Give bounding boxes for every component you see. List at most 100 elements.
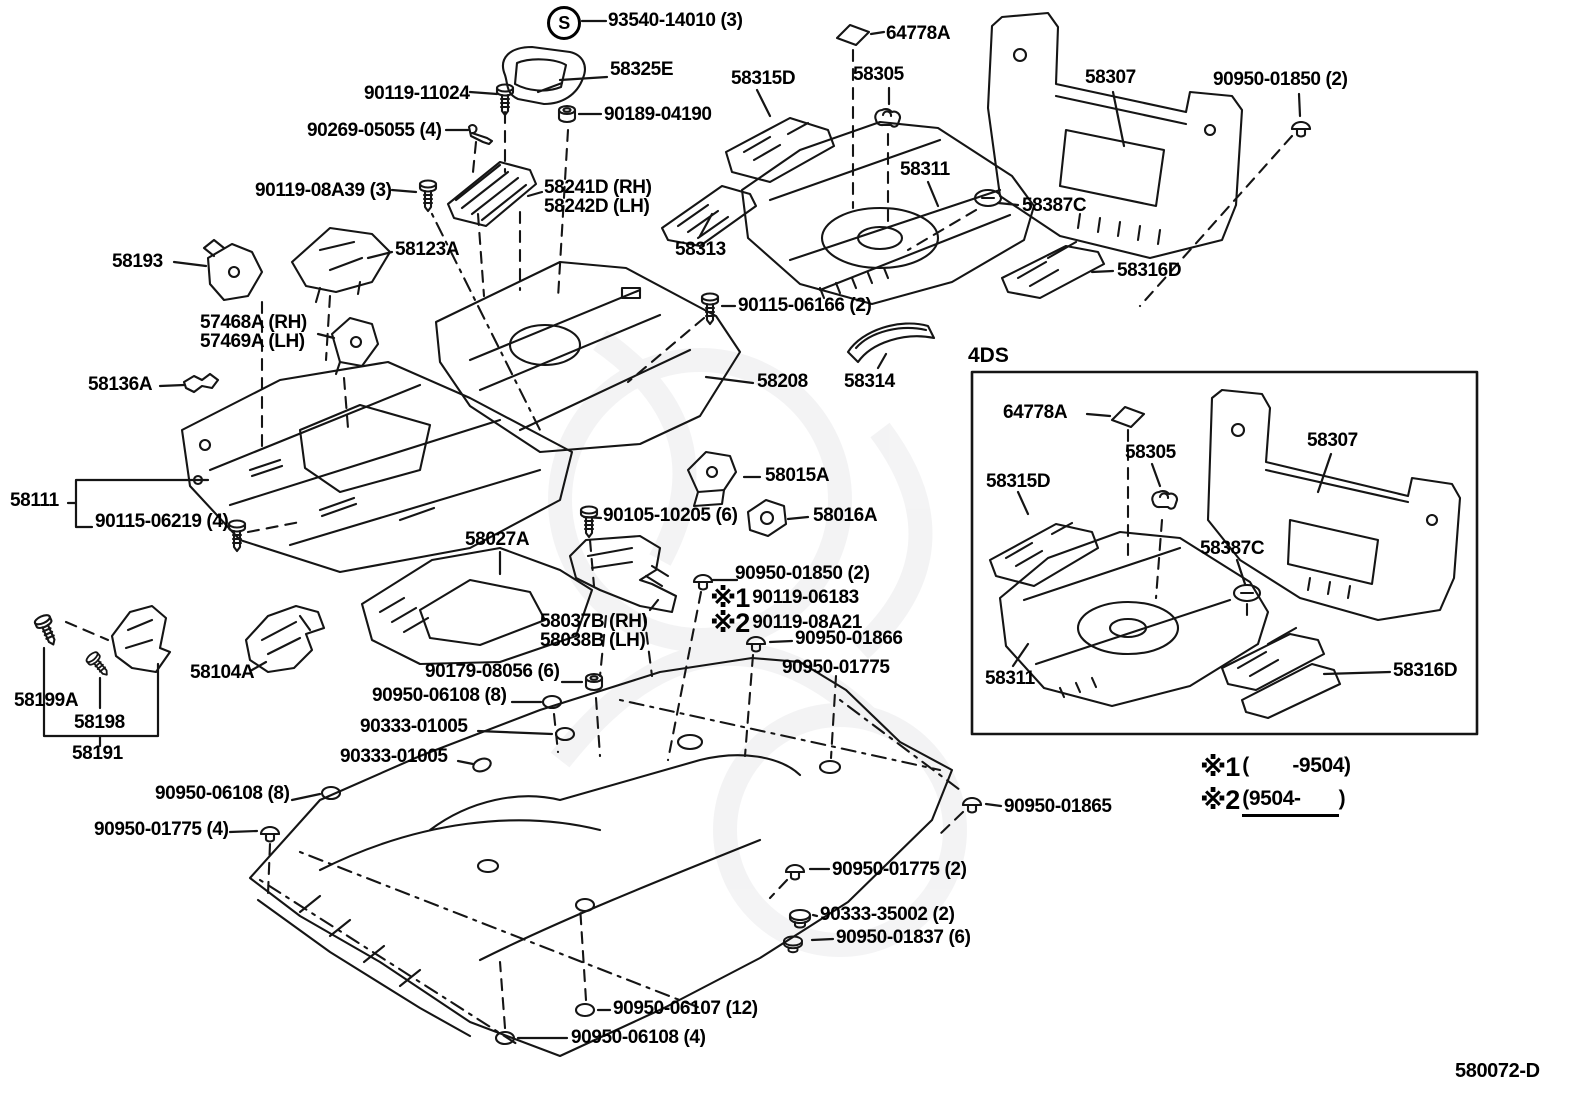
part-label-58199A: 58199A: [14, 690, 79, 711]
part-label-90950-01775-c: 90950-01775 (2): [832, 859, 967, 880]
part-label-90950-01775-b: 90950-01775 (4): [94, 819, 229, 840]
part-label-58305: 58305: [853, 64, 904, 85]
part-label-58198: 58198: [74, 712, 125, 733]
part-label-58037B-58038B: 58037B (RH)58038B (LH): [540, 611, 648, 651]
part-label-90950-01850-b: 90950-01850 (2): [735, 563, 870, 584]
part-label-57468A-57469A: 57468A (RH)57469A (LH): [200, 312, 307, 352]
bolt-icon: [579, 505, 599, 539]
grommet-icon: [259, 825, 281, 843]
footnote-2: ※2(9504- ): [1200, 785, 1346, 817]
grommet-icon: [784, 863, 806, 881]
oval-clip-icon: [470, 755, 494, 775]
nut-icon: [557, 104, 577, 124]
bolt-icon: [495, 83, 515, 117]
part-label-90333-35002: 90333-35002 (2): [820, 904, 955, 925]
part-label-90119-11024: 90119-11024: [364, 83, 470, 104]
s-symbol: S: [547, 6, 581, 40]
leader-lines: [42, 19, 1392, 1040]
part-label-90950-06108-c: 90950-06108 (4): [571, 1027, 706, 1048]
part-label-64778A: 64778A: [886, 23, 951, 44]
bolt-icon: [227, 519, 247, 553]
inset-label-58307: 58307: [1307, 430, 1358, 451]
part-label-90950-01865: 90950-01865: [1004, 796, 1112, 817]
part-label-90950-01866: 90950-01866: [795, 628, 903, 649]
part-label-58315D: 58315D: [731, 68, 796, 89]
bracket-58015A-art: [686, 450, 738, 508]
grommet-icon: [1290, 120, 1312, 138]
diamond-icon: [1110, 405, 1146, 429]
part-label-58191: 58191: [72, 743, 123, 764]
part-label-58241D-58242D: 58241D (RH)58242D (LH): [544, 177, 652, 217]
part-label-93540-14010: 93540-14010 (3): [608, 10, 743, 31]
inset-rear-body-panel-art: [1206, 388, 1462, 622]
part-label-90179-08056: 90179-08056 (6): [425, 661, 560, 682]
part-label-90105-10205: 90105-10205 (6): [603, 505, 738, 526]
inset-label-58311: 58311: [985, 668, 1035, 689]
part-label-58104A: 58104A: [190, 662, 255, 683]
dashed-lines: [64, 48, 1294, 1030]
bracket-58104A-art: [244, 604, 326, 674]
plate-58387C-art: [973, 188, 1003, 208]
bolt-icon: [32, 612, 62, 649]
bracket-58016A-art: [746, 498, 788, 538]
clip-icon: [467, 123, 494, 146]
crossmember-58037B-art: [568, 534, 678, 614]
part-label-90333-01005-b: 90333-01005: [340, 746, 448, 767]
part-label-90950-01850-a: 90950-01850 (2): [1213, 69, 1348, 90]
part-label-90950-01775-a: 90950-01775: [782, 657, 890, 678]
part-label-58313: 58313: [675, 239, 726, 260]
part-label-90115-06166: 90115-06166 (2): [738, 295, 872, 316]
watermark: [548, 330, 967, 957]
center-floor-pan-art: [434, 260, 742, 454]
part-label-58027A: 58027A: [465, 529, 530, 550]
part-label-58193: 58193: [112, 251, 163, 272]
part-label-90269-05055: 90269-05055 (4): [307, 120, 442, 141]
part-label-58311: 58311: [900, 159, 950, 180]
inset-box-4ds: [970, 370, 1479, 736]
footnote-1: ※1( -9504): [1200, 752, 1351, 782]
luggage-pad-58325E-art: [502, 45, 586, 106]
inset-label-58305: 58305: [1125, 442, 1176, 463]
part-label-90950-06108-a: 90950-06108 (8): [372, 685, 507, 706]
bolt-icon: [84, 649, 113, 680]
inset-striped-sill-58316D-art: [1220, 626, 1342, 720]
front-floor-pan-art: [180, 360, 574, 574]
inset-label-58387C: 58387C: [1200, 538, 1265, 559]
part-label-58111: 58111: [10, 490, 59, 511]
jack-bracket-58191-art: [110, 604, 172, 674]
striped-sill-58313-art: [660, 184, 758, 248]
inset-plate-58387C-art: [1232, 583, 1262, 603]
inset-variant-label: 4DS: [968, 344, 1009, 367]
doc-code: 580072-D: [1455, 1060, 1540, 1082]
part-label-90950-06108-b: 90950-06108 (8): [155, 783, 290, 804]
rear-floor-pan-art: [740, 120, 1036, 306]
part-label-90189-04190: 90189-04190: [604, 104, 712, 125]
inset-rear-floor-pan-art: [998, 530, 1270, 708]
bracket-58123A-art: [290, 226, 392, 304]
arch-58314-art: [846, 322, 936, 364]
inset-label-58316D: 58316D: [1393, 660, 1458, 681]
diamond-icon: [835, 23, 871, 47]
part-label-58208: 58208: [757, 371, 808, 392]
clamp-icon: [1151, 489, 1179, 510]
bracket-57468A-art: [330, 316, 380, 376]
grommet-icon: [961, 796, 983, 814]
inset-label-58315D: 58315D: [986, 471, 1051, 492]
floor-silencer-sheet-art: [248, 656, 954, 1058]
inset-label-64778A: 64778A: [1003, 402, 1068, 423]
part-label-58015A: 58015A: [765, 465, 830, 486]
bracket-58193-art: [202, 238, 264, 302]
part-label-58387C: 58387C: [1022, 195, 1087, 216]
part-label-90115-06219: 90115-06219 (4): [95, 511, 229, 532]
part-label-90950-06107: 90950-06107 (12): [613, 998, 758, 1019]
inset-bracket-58315D-art: [988, 521, 1100, 588]
part-label-58307: 58307: [1085, 67, 1136, 88]
part-label-90950-01837: 90950-01837 (6): [836, 927, 971, 948]
oval-clip-icon: [574, 1002, 596, 1018]
clip-58136A-art: [182, 372, 220, 394]
striped-sill-58316D-art: [1000, 240, 1106, 300]
part-label-58016A: 58016A: [813, 505, 878, 526]
